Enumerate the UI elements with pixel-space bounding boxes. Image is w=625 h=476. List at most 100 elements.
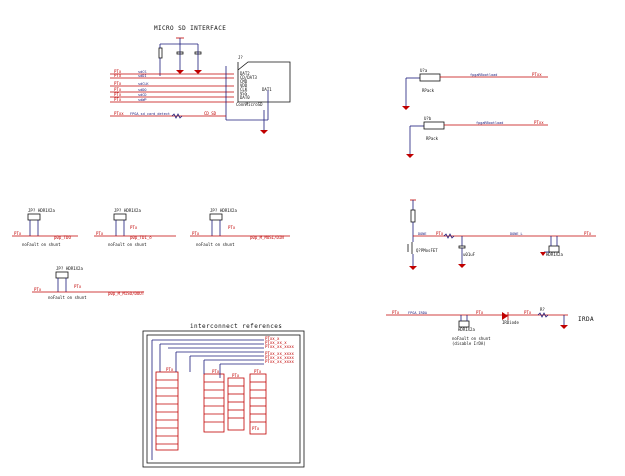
sd-connector-value: ConnMicroSD (236, 102, 263, 107)
jumper-3-note: noFault on shunt (196, 242, 235, 247)
svg-text:PTx: PTx (584, 231, 592, 236)
irda-header: HDR1X2a (458, 327, 475, 332)
jumper-3-label: HDR1X2a (220, 208, 237, 213)
svg-text:PTxx: PTxx (534, 120, 544, 125)
sd-pin-3: VDD (240, 83, 248, 88)
sd-net-4: sdCD (138, 93, 146, 97)
svg-text:PTx: PTx (392, 310, 400, 315)
svg-text:PTxx_xx_xxxx: PTxx_xx_xxxx (265, 344, 294, 349)
jumper-2: JP? HDR1X2a PTx PTx p0p_TDI_o noFault on… (94, 208, 176, 247)
sd-net-5: sdWP (138, 98, 146, 102)
svg-text:PTxx_xx_xxxx: PTxx_xx_xxxx (265, 355, 294, 360)
micro-sd-block: MICRO SD INTERFACE PTx PTx PTx PTx PTx P… (110, 25, 291, 134)
interconnect-frame-inner (146, 334, 301, 464)
svg-text:PTx: PTx (114, 97, 122, 102)
svg-text:PTx: PTx (254, 369, 262, 374)
irda-diode: IRDiode (502, 320, 519, 325)
svg-text:PTx: PTx (34, 287, 42, 292)
svg-text:PTx: PTx (114, 92, 122, 97)
sd-net-3: sdDO (138, 88, 146, 92)
svg-text:PTx: PTx (114, 87, 122, 92)
jumper-1-label: HDR1X2a (38, 208, 55, 213)
mosfet-block: DONE PTx DONE_L PTx Q?PMosFET u01uF HDR1… (407, 199, 596, 270)
pullup-bottom-net: fpgaRBootload (476, 121, 503, 125)
jumper-4-ref: JP? (56, 266, 64, 271)
svg-text:PTx: PTx (524, 310, 532, 315)
svg-text:PTx: PTx (114, 69, 122, 74)
sd-pin-6: DAT0 (240, 95, 250, 100)
interconnect-col-4: PTx PTx (249, 369, 267, 435)
sd-pin-1: CD/DAT3 (240, 75, 257, 80)
svg-text:PTx: PTx (114, 73, 122, 78)
interconnect-col-2: PTx (203, 369, 225, 433)
interconnect-frame-outer (142, 330, 305, 468)
svg-text:PTxx_xx_x: PTxx_xx_x (265, 340, 287, 345)
sd-connector-body (237, 61, 291, 103)
pullup-part-top: RPack (422, 88, 435, 93)
jumper-3-net: p0p_M_MOSI/DIN (250, 235, 284, 240)
svg-text:U?a: U?a (420, 68, 428, 73)
interconnect-col-3: PTx (227, 373, 245, 431)
irda-note-2: (disable IrDA) (452, 341, 486, 346)
svg-text:PTxx_xx_xxxx: PTxx_xx_xxxx (265, 359, 294, 364)
svg-text:PTx: PTx (166, 367, 174, 372)
micro-sd-title: MICRO SD INTERFACE (154, 25, 226, 32)
svg-text:PTx: PTx (212, 369, 220, 374)
svg-text:PTx: PTx (192, 231, 200, 236)
done-header: HDR1X2a (546, 252, 563, 257)
pullup-block: U?a RPack fpgaRBootload PTxx U?b RPack f… (402, 68, 548, 158)
sd-connector-ref: J? (238, 55, 243, 60)
svg-text:PTxx: PTxx (532, 72, 542, 77)
jumper-3: JP? HDR1X2a PTx PTx p0p_M_MOSI/DIN noFau… (190, 208, 290, 247)
svg-text:PTx: PTx (74, 284, 82, 289)
sd-pin-0: DAT2 (240, 71, 250, 76)
jumper-4-note: noFault on shunt (48, 295, 87, 300)
interconnect-title: interconnect references (190, 323, 282, 330)
irda-block: PTx FPGA_IRDA PTx PTx HDR1X2a noFault on… (386, 307, 594, 346)
sd-pin-5: VSS (240, 91, 248, 96)
sd-pin-4: CLK (240, 87, 248, 92)
svg-text:PTx: PTx (436, 231, 444, 236)
jumper-1-note: noFault on shunt (22, 242, 61, 247)
svg-text:PTx: PTx (96, 231, 104, 236)
svg-text:PTx: PTx (14, 231, 22, 236)
interconnect-col-1: PTx (155, 367, 179, 451)
svg-text:PTx: PTx (130, 225, 138, 230)
sd-pin-7: DAT1 (262, 87, 272, 92)
pullup-part-bottom: RPack (426, 136, 439, 141)
jumper-4: JP? HDR1X2a PTx PTx p0p_M_MISO/DOUT noFa… (32, 266, 145, 300)
cap-label: u01uF (463, 252, 476, 257)
jumper-2-net: p0p_TDI_o (130, 235, 152, 240)
svg-text:PTx: PTx (476, 310, 484, 315)
svg-text:PTxx_x: PTxx_x (265, 336, 280, 341)
svg-text:PTx: PTx (252, 426, 260, 431)
jumper-2-note: noFault on shunt (108, 242, 147, 247)
svg-text:PTx: PTx (114, 81, 122, 86)
sd-net-1: sdDI (138, 74, 146, 78)
jumper-4-net: p0p_M_MISO/DOUT (108, 291, 145, 296)
svg-text:PTxx: PTxx (114, 111, 124, 116)
svg-text:PTx: PTx (232, 373, 240, 378)
irda-note-1: noFault on shunt (452, 336, 491, 341)
jumper-4-label: HDR1X2a (66, 266, 83, 271)
done-l-net: DONE_L (510, 232, 523, 236)
sd-net-0: sdCS (138, 70, 146, 74)
fet-label: Q?PMosFET (416, 248, 438, 253)
irda-resistor: R? (540, 307, 545, 312)
svg-text:CD_SD: CD_SD (204, 111, 217, 116)
jumper-2-label: HDR1X2a (124, 208, 141, 213)
jumper-1: JP? HDR1X2a PTx p0p_TDO noFault on shunt (12, 208, 78, 247)
irda-net: FPGA_IRDA (408, 311, 428, 315)
sd-card-detect-net: FPGA_sd_card_detect (130, 112, 170, 116)
sd-net-2: sdCLK (138, 82, 149, 86)
interconnect-block: interconnect references PTxx_x PTxx_xx_x… (142, 323, 305, 468)
jumper-2-ref: JP? (114, 208, 122, 213)
jumper-1-ref: JP? (28, 208, 36, 213)
done-net: DONE (418, 232, 426, 236)
pullup-top-net: fpgaRBootload (470, 73, 497, 77)
svg-text:PTx: PTx (228, 225, 236, 230)
irda-title: IRDA (578, 316, 594, 323)
svg-text:U?b: U?b (424, 116, 432, 121)
jumper-1-net: p0p_TDO (54, 235, 71, 240)
